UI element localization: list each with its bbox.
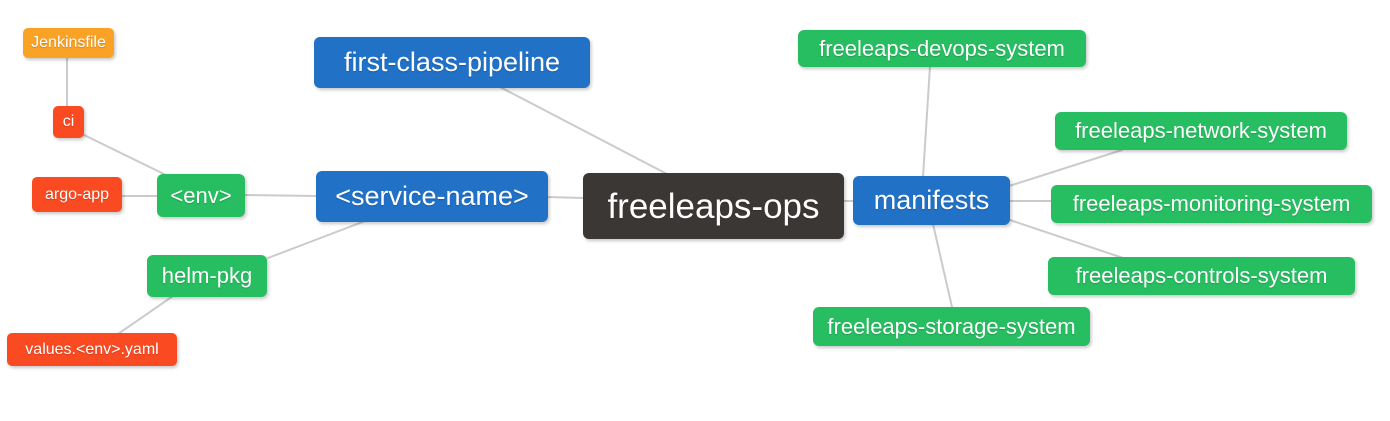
node-values-env-yaml[interactable]: values.<env>.yaml <box>7 333 177 366</box>
edge-service-name-to-freeleaps-ops <box>546 196 585 199</box>
node-freeleaps-storage-system[interactable]: freeleaps-storage-system <box>813 307 1090 346</box>
edge-manifests-to-freeleaps-network-system <box>1008 149 1123 187</box>
node-env[interactable]: <env> <box>157 174 245 217</box>
edge-env-to-service-name <box>243 194 318 197</box>
node-service-name[interactable]: <service-name> <box>316 171 548 222</box>
edge-ci-to-env <box>81 133 167 176</box>
node-freeleaps-ops[interactable]: freeleaps-ops <box>583 173 844 239</box>
node-jenkinsfile[interactable]: Jenkinsfile <box>23 28 114 58</box>
node-first-class-pipeline[interactable]: first-class-pipeline <box>314 37 590 88</box>
node-helm-pkg[interactable]: helm-pkg <box>147 255 267 297</box>
node-freeleaps-monitoring-system[interactable]: freeleaps-monitoring-system <box>1051 185 1372 223</box>
node-argo-app[interactable]: argo-app <box>32 177 122 212</box>
node-freeleaps-devops-system[interactable]: freeleaps-devops-system <box>798 30 1086 67</box>
edge-service-name-to-helm-pkg <box>267 220 366 259</box>
node-freeleaps-network-system[interactable]: freeleaps-network-system <box>1055 112 1347 150</box>
edge-manifests-to-freeleaps-devops-system <box>922 65 931 178</box>
node-ci[interactable]: ci <box>53 106 84 138</box>
edge-manifests-to-freeleaps-storage-system <box>932 223 953 308</box>
edge-helm-pkg-to-values-env-yaml <box>117 295 174 335</box>
edge-first-class-pipeline-to-freeleaps-ops <box>499 86 668 175</box>
node-freeleaps-controls-system[interactable]: freeleaps-controls-system <box>1048 257 1355 295</box>
node-manifests[interactable]: manifests <box>853 176 1010 225</box>
edge-manifests-to-freeleaps-controls-system <box>1006 218 1124 259</box>
